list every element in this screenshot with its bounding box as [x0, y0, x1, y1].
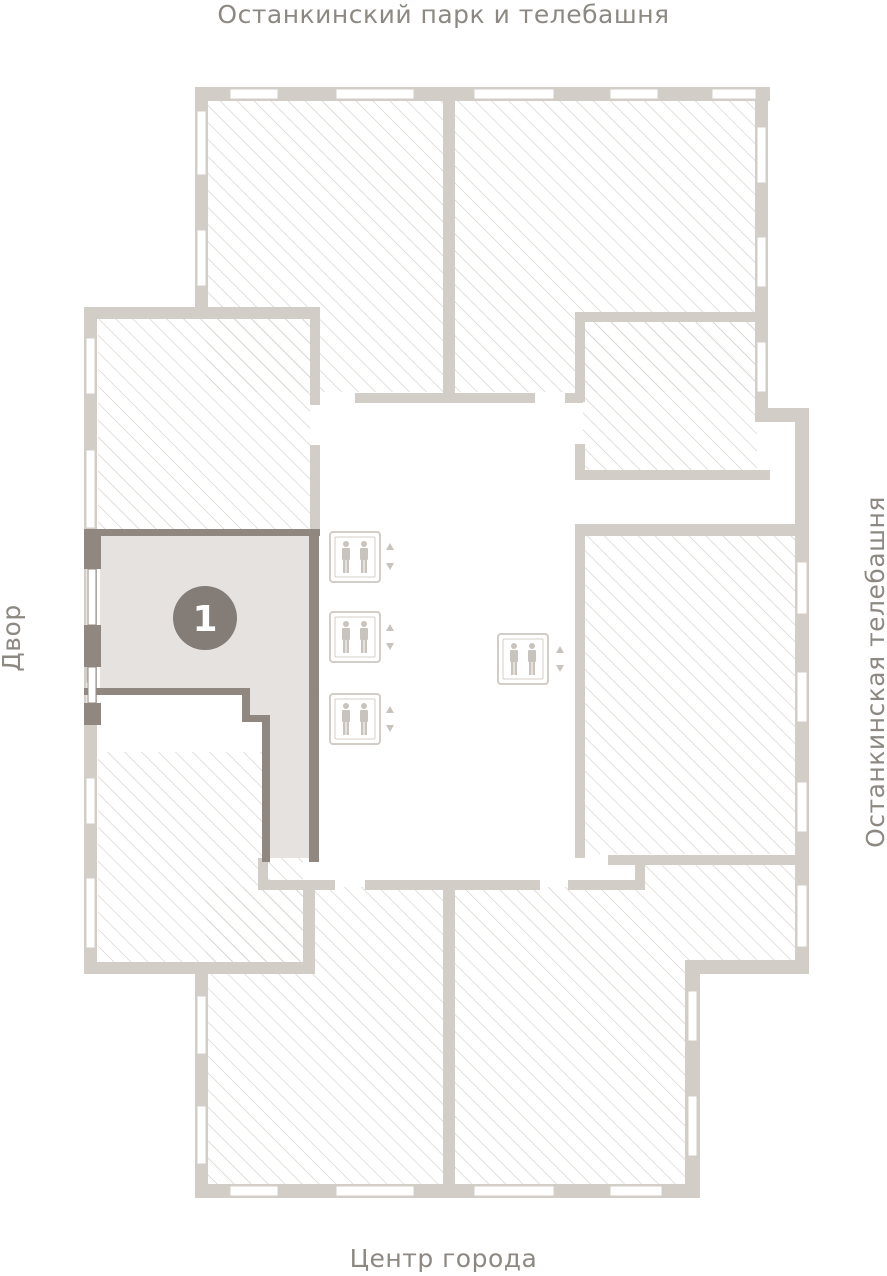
apartment-upper-right [583, 322, 757, 472]
elevator-icon [329, 611, 381, 663]
apartment-bottom-right [450, 862, 795, 1187]
elevator-icon [497, 633, 549, 685]
selected-apartment-windows [87, 568, 97, 704]
orientation-label-bottom: Центр города [349, 1244, 538, 1273]
elevator-group-1 [329, 531, 394, 583]
elevator-group-3 [329, 693, 394, 745]
unit-badge[interactable]: 1 [173, 586, 237, 650]
apartment-right [583, 536, 795, 854]
up-down-arrows-icon [386, 706, 394, 732]
elevator-group-4 [497, 633, 564, 685]
up-down-arrows-icon [386, 543, 394, 570]
up-down-arrows-icon [386, 624, 394, 650]
selected-apartment-1[interactable] [100, 535, 309, 858]
orientation-label-top: Останкинский парк и телебашня [217, 0, 670, 29]
unit-number: 1 [192, 599, 217, 640]
unit-badge-circle [173, 586, 237, 650]
apartment-areas [98, 100, 795, 1187]
elevator-icon [329, 693, 381, 745]
up-down-arrows-icon [556, 646, 564, 672]
elevator-group-2 [329, 611, 394, 663]
elevator-icon [329, 531, 381, 583]
apartment-bottom-left [206, 887, 446, 1187]
selected-apartment-walls [84, 529, 320, 862]
apartment-upper-left [98, 318, 310, 530]
